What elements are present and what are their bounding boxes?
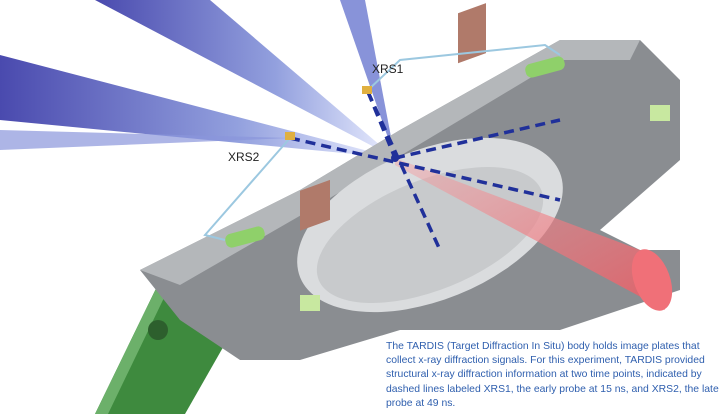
xrs1-detector (362, 86, 372, 94)
xrs1-label: XRS1 (372, 62, 404, 76)
pad (525, 56, 565, 78)
laser-beam (395, 158, 665, 310)
xray-beam-1 (95, 0, 395, 158)
xrs1-dashed-line (366, 91, 442, 251)
screw-hole (148, 320, 168, 340)
xray-beam-3 (340, 0, 395, 158)
xray-beam-4 (0, 130, 290, 150)
laser-cylinder-end (631, 249, 673, 311)
xray-beam-2 (0, 55, 395, 158)
target-point (391, 154, 399, 162)
figure-caption: The TARDIS (Target Diffraction In Situ) … (386, 341, 719, 409)
xrs2-label: XRS2 (228, 150, 260, 164)
xrs2-detector (285, 132, 295, 140)
image-plate (458, 3, 486, 64)
fiber-xrs1 (367, 43, 561, 91)
fiber-xrs2 (203, 137, 291, 241)
pad (225, 226, 265, 248)
xrs2-dashed-line (289, 136, 561, 202)
